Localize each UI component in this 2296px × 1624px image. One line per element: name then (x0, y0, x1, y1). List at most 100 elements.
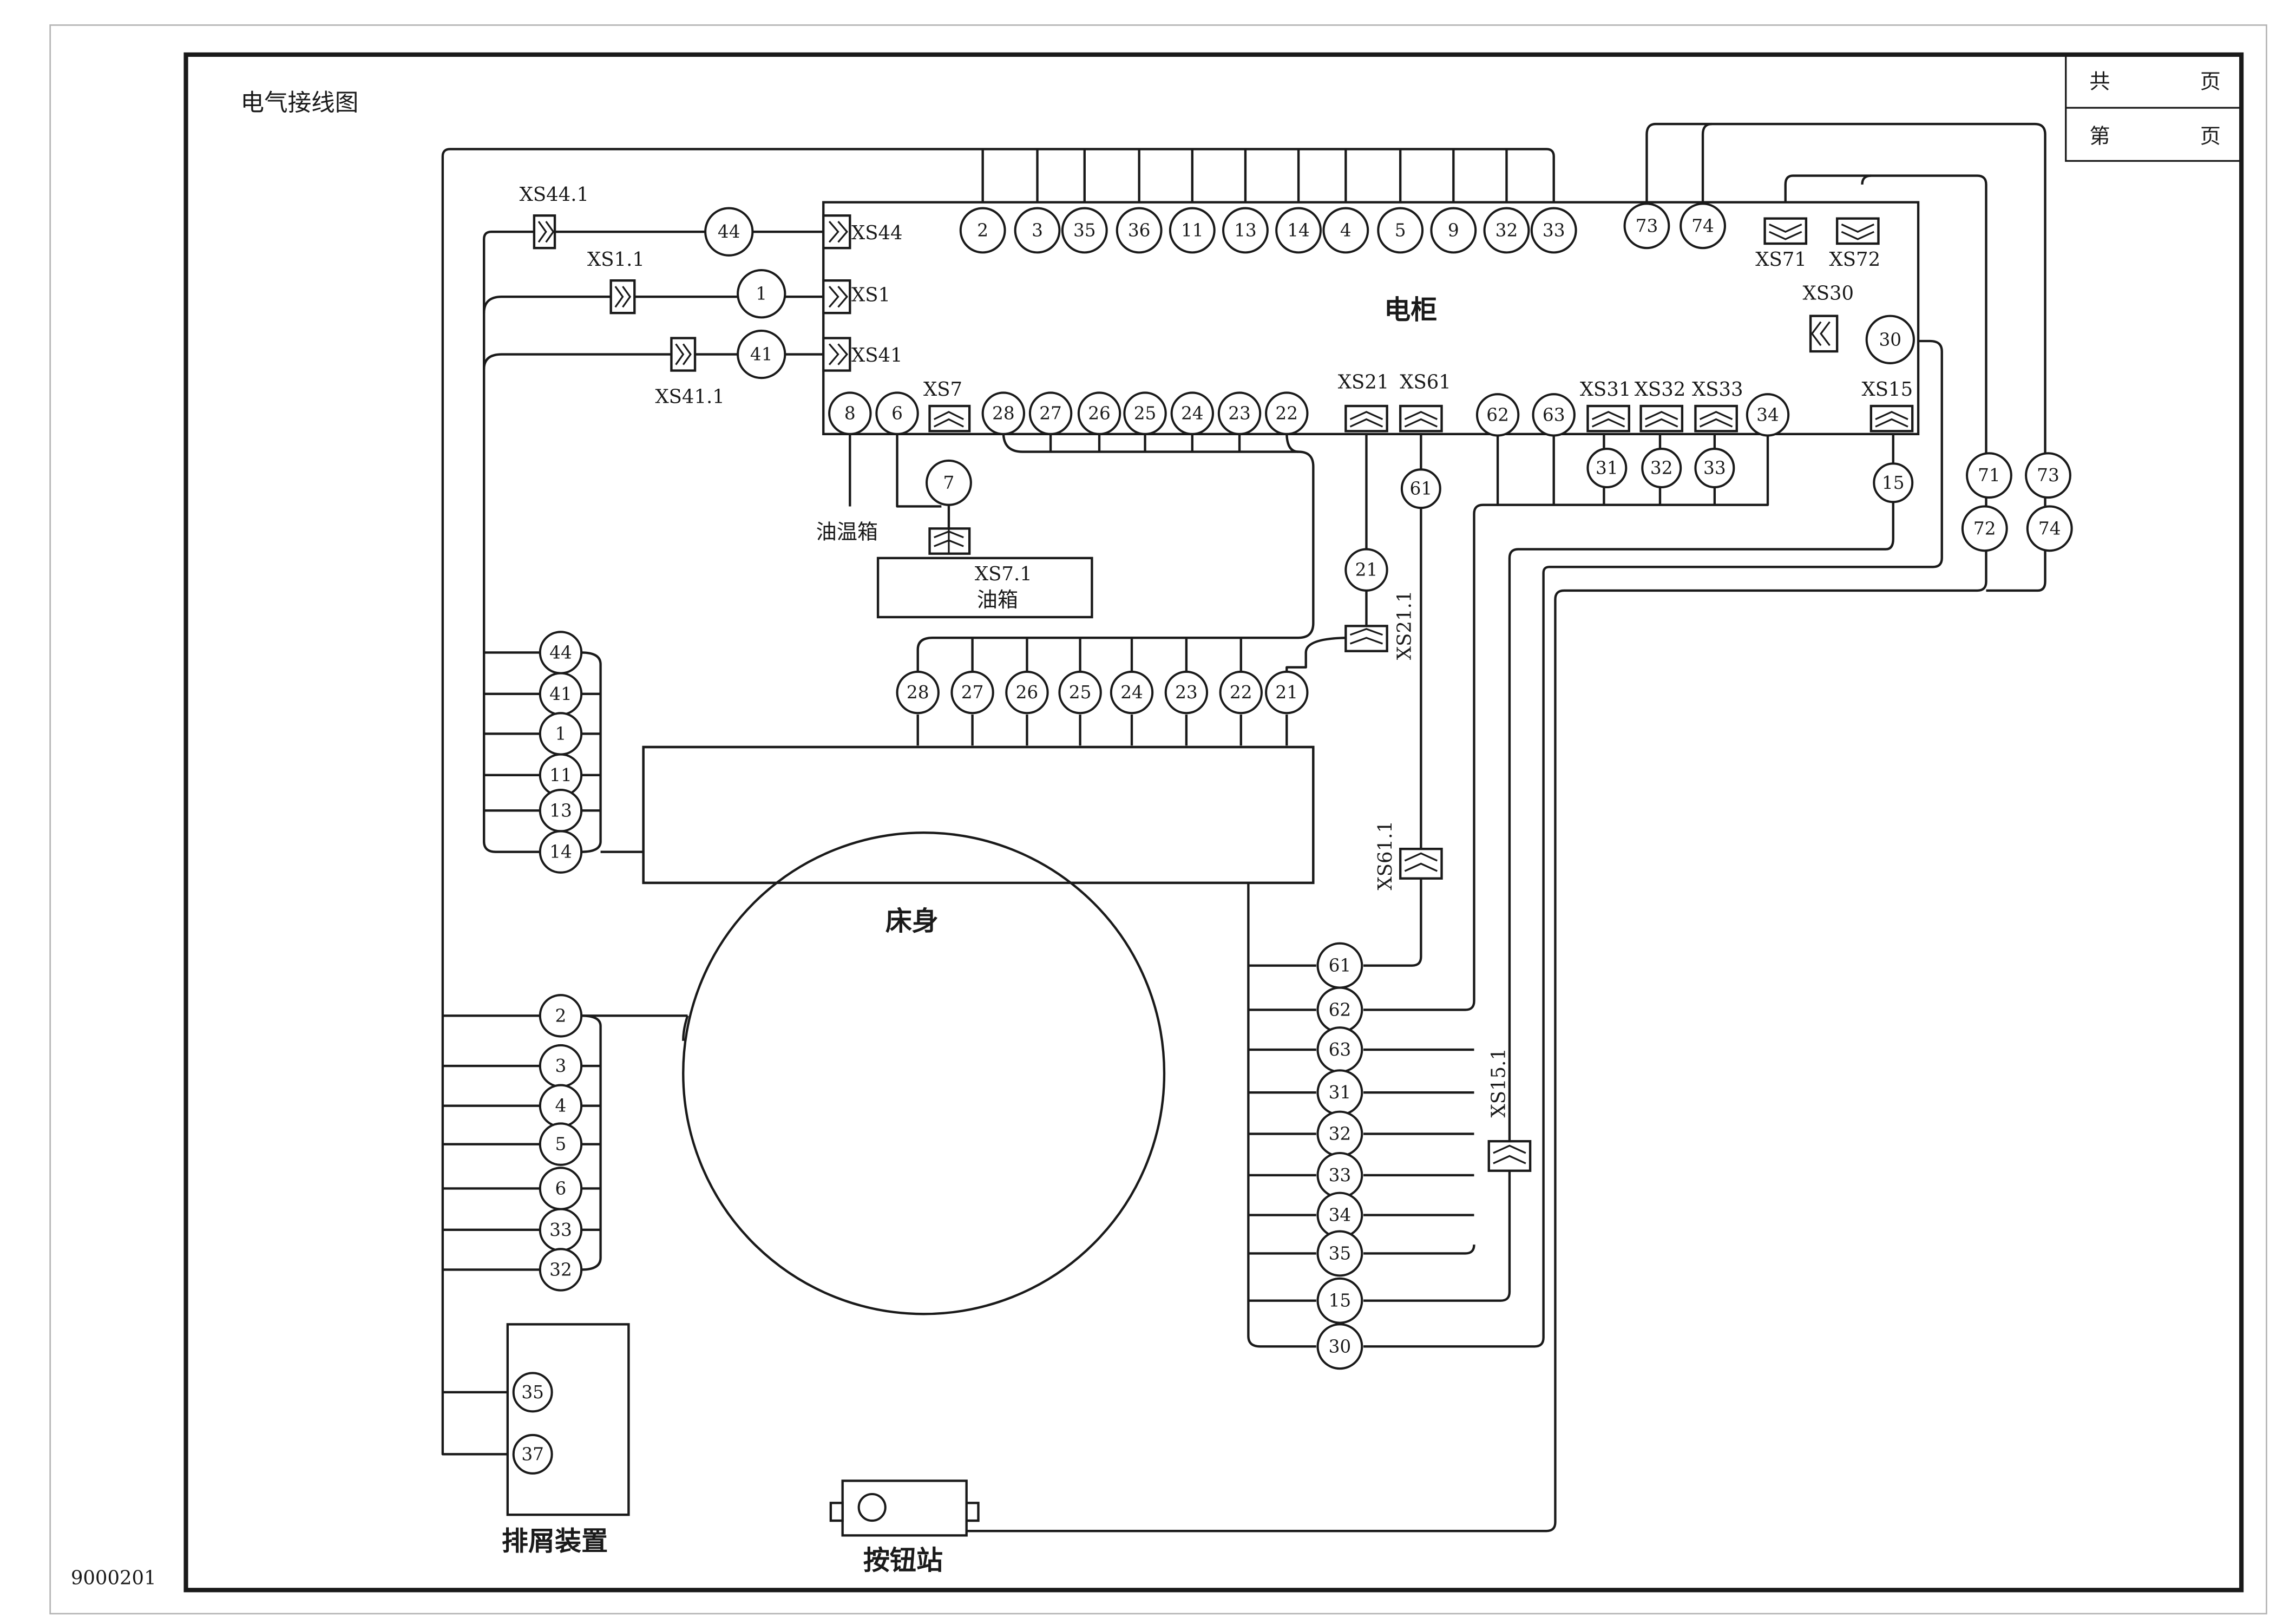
xs1-1-label: XS1.1 (587, 248, 645, 271)
cabinet-top-terminal-2-circle (1061, 207, 1108, 254)
cabinet-top-terminal-4-label: 11 (1181, 220, 1204, 240)
chip-box (506, 1323, 630, 1516)
xs7-1-label: XS7.1 (975, 563, 1032, 585)
cabinet-top-terminal-0: 2 (959, 207, 1006, 254)
cabinet-bottom-right-terminal-0-circle (1475, 393, 1520, 437)
terminal-32-upper-circle (1641, 448, 1682, 489)
connector-xs44 (822, 214, 851, 250)
xs44-label: XS44 (851, 222, 903, 244)
bed-right-terminal-4: 32 (1316, 1110, 1363, 1157)
cabinet-top-terminal-0-label: 2 (977, 220, 988, 240)
connector-xs32 (1639, 404, 1684, 433)
oil-tank-box (876, 556, 1093, 619)
button-station-ear-left (829, 1502, 844, 1522)
cabinet-top-terminal-10-circle (1483, 207, 1530, 254)
cabinet-top-terminal-2-label: 35 (1073, 220, 1096, 240)
bed-left-lower-terminal-3: 5 (539, 1122, 583, 1166)
cabinet-left-terminal-44-circle (704, 207, 754, 257)
bed-top-terminal-1: 27 (950, 670, 994, 715)
bed-right-terminal-6-label: 34 (1329, 1205, 1352, 1226)
cabinet-bottom-right-terminal-1-circle (1532, 393, 1576, 437)
bed-left-lower-terminal-6: 32 (539, 1248, 583, 1292)
bed-top-outline (642, 745, 1315, 885)
chip-terminal-0: 35 (512, 1372, 553, 1413)
page-number-label: 第 (2089, 125, 2110, 149)
terminal-15-upper-circle (1873, 462, 1914, 503)
total-pages-unit: 页 (2200, 70, 2221, 94)
cabinet-terminal-30: 30 (1865, 315, 1915, 364)
cabinet-bottom-terminal-5: 23 (1217, 391, 1262, 435)
xs31-label: XS31 (1580, 378, 1631, 401)
cabinet-bottom-right-terminal-2: 34 (1746, 393, 1790, 437)
bed-circle (682, 831, 1166, 1315)
terminal-33-upper-circle (1694, 448, 1735, 489)
bed-left-lower-terminal-2: 4 (539, 1084, 583, 1128)
cabinet-bottom-right-terminal-1-label: 63 (1543, 404, 1565, 425)
cabinet-bottom-terminal-0-circle (981, 391, 1026, 435)
bed-right-terminal-1-label: 62 (1329, 999, 1352, 1020)
bed-right-terminal-5-label: 33 (1329, 1165, 1352, 1186)
terminal-32-upper-label: 32 (1650, 458, 1673, 479)
xs21-label: XS21 (1338, 371, 1389, 393)
title-block: 共 页 第 页 (2065, 54, 2242, 162)
bed-top-terminal-5-label: 23 (1175, 682, 1198, 703)
terminal-21-upper-label: 21 (1355, 560, 1378, 580)
connector-xs15 (1869, 404, 1914, 433)
cabinet-top-terminal-9-circle (1430, 207, 1477, 254)
bed-left-lower-terminal-3-label: 5 (555, 1134, 567, 1155)
bed-top-terminal-2: 26 (1005, 670, 1049, 715)
cabinet-bottom-terminal-0-label: 28 (992, 403, 1015, 424)
cabinet-bottom-terminal-3-label: 25 (1134, 403, 1157, 424)
bed-left-lower-terminal-6-circle (539, 1248, 583, 1292)
xs30-label: XS30 (1802, 283, 1854, 305)
terminal-31-upper-label: 31 (1596, 458, 1618, 479)
bed-top-terminal-4: 24 (1110, 670, 1154, 715)
cabinet-top-terminal-4: 11 (1169, 207, 1216, 254)
cabinet-bottom-right-terminal-0-label: 62 (1486, 404, 1509, 425)
bed-left-lower-terminal-3-circle (539, 1122, 583, 1166)
right-terminal-72-circle (1961, 505, 2008, 552)
bed-top-terminal-0-label: 28 (907, 682, 929, 703)
xs61-1-label: XS61.1 (1374, 821, 1396, 890)
bed-right-terminal-9: 30 (1316, 1323, 1363, 1370)
xs44-1-label: XS44.1 (520, 184, 589, 206)
cabinet-bottom-terminal-1-label: 27 (1039, 403, 1062, 424)
bed-left-upper-terminal-5-circle (539, 830, 583, 874)
cabinet-top-terminal-8: 5 (1377, 207, 1424, 254)
terminal-31-upper-circle (1586, 448, 1628, 489)
bed-right-terminal-6: 34 (1316, 1191, 1363, 1239)
button-station-ear-right (965, 1502, 980, 1522)
right-terminal-72: 72 (1961, 505, 2008, 552)
bed-left-upper-terminal-0-label: 44 (549, 642, 572, 663)
bed-top-terminal-1-label: 27 (961, 682, 984, 703)
xs15-label: XS15 (1862, 378, 1913, 401)
bed-wire-stub (682, 1015, 689, 1041)
cabinet-top-terminal-10-label: 32 (1495, 220, 1518, 240)
bed-right-terminal-7-label: 35 (1329, 1243, 1352, 1263)
cabinet-top-terminal-5: 13 (1222, 207, 1269, 254)
bed-left-lower-terminal-4-label: 6 (555, 1178, 567, 1199)
bed-right-terminal-5: 33 (1316, 1151, 1363, 1199)
connector-xs41 (822, 337, 851, 372)
diagram-title: 电气接线图 (240, 90, 358, 117)
bed-left-lower-terminal-1-label: 3 (555, 1056, 567, 1076)
bed-top-terminal-7-circle (1265, 670, 1309, 715)
cabinet-top-terminal-1: 3 (1014, 207, 1061, 254)
bed-top-terminal-4-circle (1110, 670, 1154, 715)
chip-terminal-1-circle (512, 1433, 553, 1475)
bed-right-terminal-7-circle (1316, 1230, 1363, 1277)
cabinet-bottom-terminal-2-label: 26 (1088, 403, 1111, 424)
bed-right-terminal-8-label: 15 (1329, 1291, 1352, 1311)
cabinet-left-terminal-41-label: 41 (750, 344, 773, 365)
xs72-label: XS72 (1829, 248, 1881, 271)
cabinet-bottom-left-terminal-0-circle (828, 391, 872, 435)
connector-xs61 (1399, 404, 1443, 433)
connector-xs71 (1763, 217, 1808, 245)
bed-right-terminal-1: 62 (1316, 986, 1363, 1033)
bed-left-upper-terminal-2-label: 1 (555, 723, 567, 744)
cabinet-top-right-terminal-1: 74 (1680, 202, 1726, 250)
cabinet-top-right-terminal-0-label: 73 (1636, 215, 1658, 236)
bed-top-terminal-6: 22 (1219, 670, 1263, 715)
